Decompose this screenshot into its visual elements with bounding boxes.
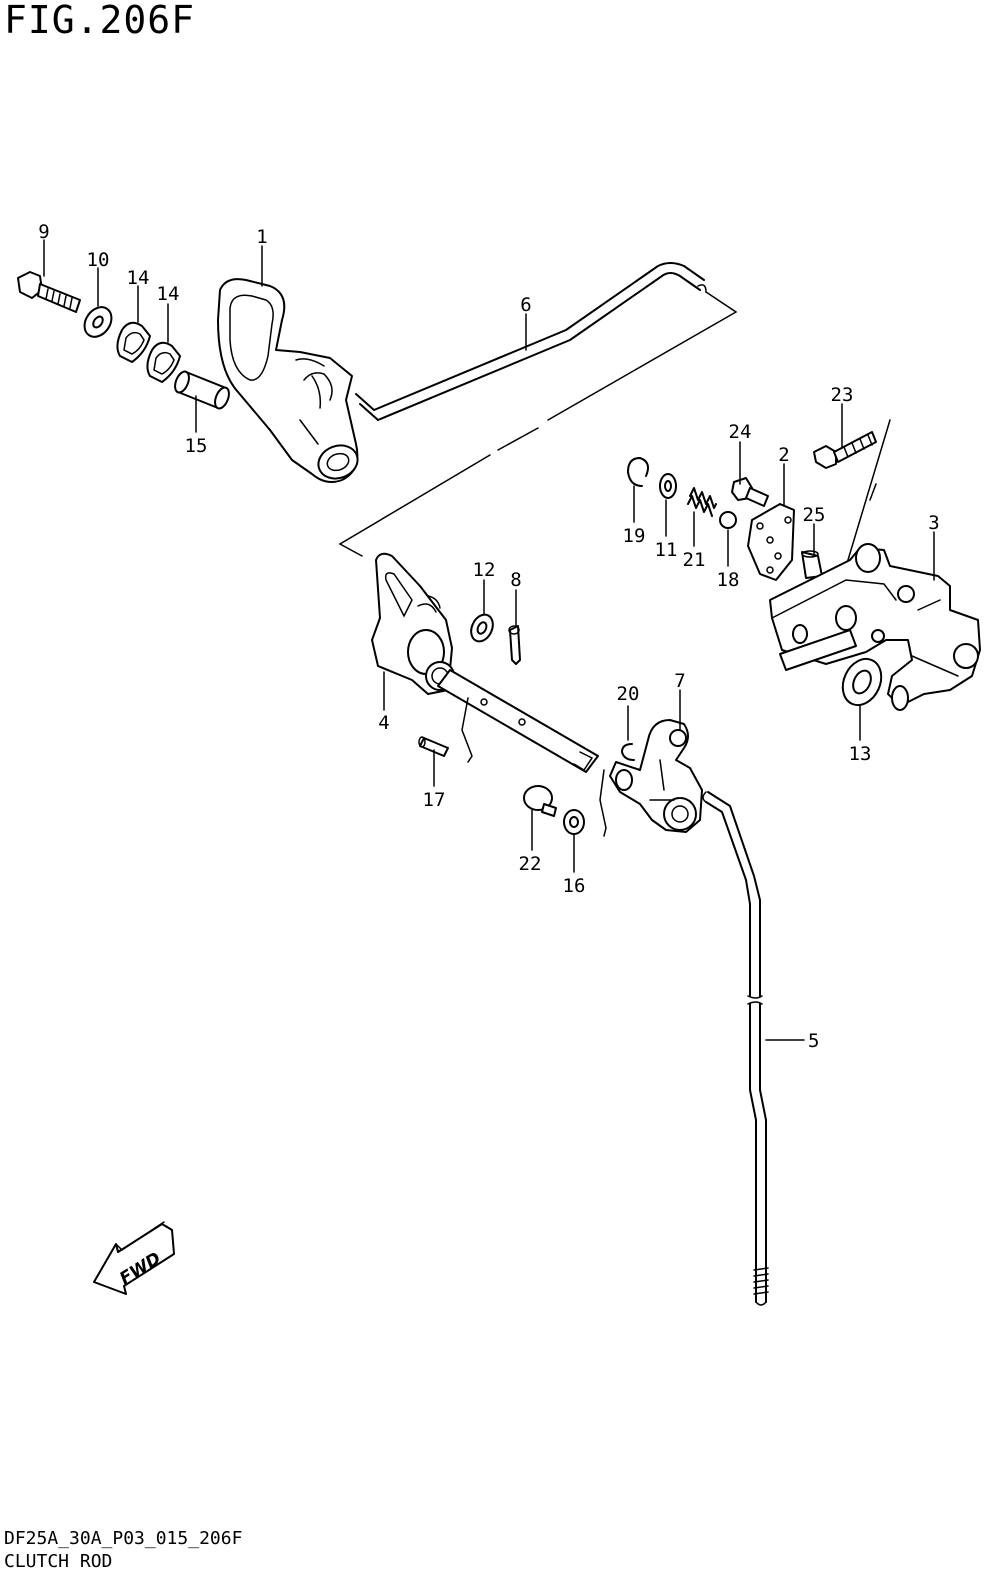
callout-23: 23 [831,384,854,406]
part-18-ball[interactable] [719,511,737,529]
fwd-arrow-icon: FWD [93,1221,175,1295]
part-13-washer[interactable] [836,653,889,712]
part-16-washer[interactable] [563,809,585,835]
callout-18: 18 [717,569,740,591]
callout-1: 1 [256,226,267,248]
callout-20: 20 [617,683,640,705]
callout-16: 16 [563,875,586,897]
part-23-bolt[interactable] [813,431,877,469]
callout-6: 6 [520,294,531,316]
part-25-pin[interactable] [801,550,823,579]
part-14-gasket-a[interactable] [116,321,151,363]
part-15-bushing[interactable] [172,370,231,411]
callout-2: 2 [778,444,789,466]
callout-14b: 14 [157,283,180,305]
callout-21: 21 [683,549,706,571]
callout-17: 17 [423,789,446,811]
figure-title: FIG.206F [4,0,196,42]
part-4-shift-lever[interactable] [371,552,599,773]
shaft-break-symbol [461,697,473,763]
callout-15: 15 [185,435,208,457]
callout-leaders [43,239,935,1041]
callout-8: 8 [510,569,521,591]
callout-labels: 9 10 14 14 15 1 6 23 24 2 25 3 19 11 21 … [38,221,939,1052]
part-10-washer[interactable] [79,302,117,342]
callout-3: 3 [928,512,939,534]
leader-guides [338,291,891,561]
part-14-gasket-b[interactable] [146,341,181,383]
callout-22: 22 [519,853,542,875]
part-21-spring[interactable] [687,487,717,517]
part-8-cotter-pin[interactable] [508,625,521,665]
part-11-washer[interactable] [659,473,677,499]
drawing-code: DF25A_30A_P03_015_206F [4,1528,243,1549]
drawing-name: CLUTCH ROD [4,1551,113,1572]
callout-11: 11 [655,539,678,561]
part-5-clutch-rod[interactable] [702,791,769,1306]
callout-7: 7 [674,670,685,692]
callout-14a: 14 [127,267,150,289]
callout-10: 10 [87,249,110,271]
part-1-clutch-lever[interactable] [217,278,362,484]
part-19-circlip[interactable] [627,457,649,487]
callout-12: 12 [473,559,496,581]
shaft-break-symbol-lower [599,769,607,837]
part-24-bolt[interactable] [731,477,769,507]
callout-19: 19 [623,525,646,547]
part-3-bracket-assembly[interactable] [769,543,981,711]
callout-13: 13 [849,743,872,765]
part-2-detent-plate[interactable] [747,503,795,581]
callout-5: 5 [808,1030,819,1052]
callout-4: 4 [378,712,389,734]
part-22-pin[interactable] [523,785,557,817]
part-6-clutch-rod[interactable] [355,262,707,421]
part-17-pin[interactable] [418,736,449,757]
part-7-lower-lever[interactable] [609,719,703,833]
part-20-clip[interactable] [621,743,635,761]
callout-9: 9 [38,221,49,243]
callout-25: 25 [803,504,826,526]
callout-24: 24 [729,421,752,443]
part-12-washer[interactable] [467,611,497,645]
part-9-bolt[interactable] [17,271,81,313]
